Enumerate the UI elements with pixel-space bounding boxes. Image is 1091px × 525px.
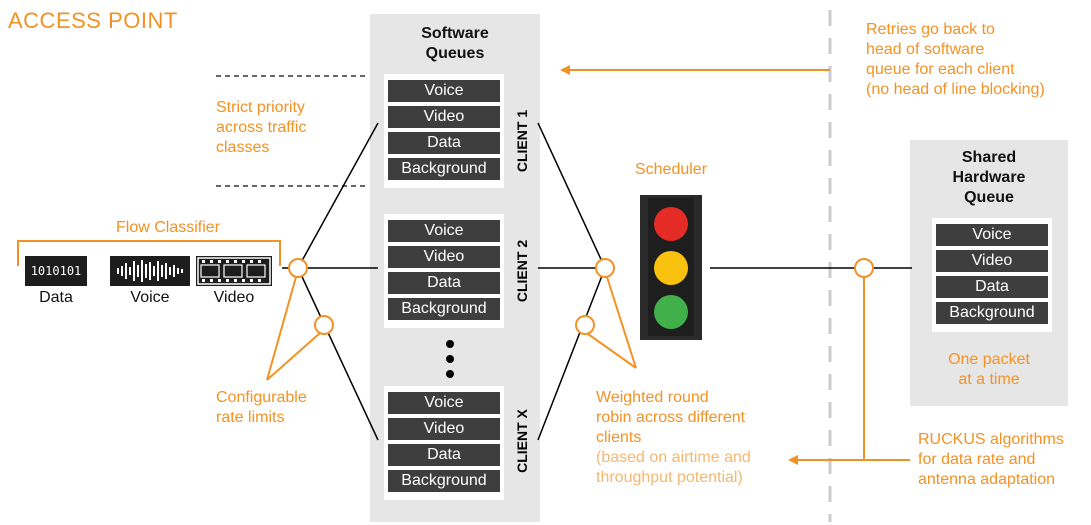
scheduler-input-marker xyxy=(575,315,595,335)
binary-data-text: 1010101 xyxy=(30,264,82,278)
queue-item-voice: Voice xyxy=(388,392,500,414)
queue-item-video: Video xyxy=(388,246,500,268)
rate-limit-marker xyxy=(288,258,308,278)
queue-item-voice: Voice xyxy=(936,224,1048,246)
voice-waveform-icon xyxy=(110,256,190,286)
queue-item-video: Video xyxy=(936,250,1048,272)
queue-item-background: Background xyxy=(388,470,500,492)
shared-hardware-queue: Voice Video Data Background xyxy=(932,218,1052,332)
hardware-link-marker xyxy=(854,258,874,278)
flow-label-video: Video xyxy=(213,289,255,306)
one-packet-note: One packet at a time xyxy=(948,351,1030,388)
scheduler-traffic-light-icon xyxy=(640,195,702,340)
rate-limit-pointer xyxy=(266,276,297,381)
weighted-round-robin-subnote: (based on airtime and throughput potenti… xyxy=(596,449,751,486)
green-light xyxy=(654,295,688,329)
queue-item-video: Video xyxy=(388,418,500,440)
weighted-round-robin-note: Weighted round robin across different cl… xyxy=(596,389,746,446)
flow-label-data: Data xyxy=(39,289,73,306)
software-queues-header: Software Queues xyxy=(421,25,489,62)
scheduler-title: Scheduler xyxy=(634,161,708,178)
red-light xyxy=(654,207,688,241)
queue-item-voice: Voice xyxy=(388,80,500,102)
client-x-queue: Voice Video Data Background xyxy=(384,386,504,500)
rate-limit-pointer xyxy=(266,332,321,381)
queue-item-data: Data xyxy=(388,444,500,466)
client-1-queue: Voice Video Data Background xyxy=(384,74,504,188)
flow-classifier-bracket xyxy=(17,240,281,266)
queue-item-background: Background xyxy=(388,298,500,320)
fan-to-client-1 xyxy=(297,122,379,269)
queue-item-data: Data xyxy=(936,276,1048,298)
rate-limits-note: Configurable rate limits xyxy=(216,389,307,426)
weighted-pointer xyxy=(606,276,637,369)
flow-classifier-title: Flow Classifier xyxy=(115,219,220,236)
retries-note: Retries go back to head of software queu… xyxy=(866,21,1045,98)
video-filmstrip-icon xyxy=(196,256,272,286)
client-1-to-scheduler xyxy=(537,122,606,269)
weighted-pointer xyxy=(587,333,637,369)
scheduler-input-marker xyxy=(595,258,615,278)
client-x-to-scheduler xyxy=(537,267,606,441)
shared-hardware-queue-header: Shared Hardware Queue xyxy=(952,149,1026,206)
rate-limit-marker xyxy=(314,315,334,335)
strict-priority-note: Strict priority across traffic classes xyxy=(216,99,307,156)
client-2-queue: Voice Video Data Background xyxy=(384,214,504,328)
queue-item-voice: Voice xyxy=(388,220,500,242)
ruckus-algorithms-note: RUCKUS algorithms for data rate and ante… xyxy=(918,431,1064,488)
queue-item-background: Background xyxy=(936,302,1048,324)
flow-label-voice: Voice xyxy=(130,289,170,306)
page-title: ACCESS POINT xyxy=(8,8,178,33)
queue-item-data: Data xyxy=(388,272,500,294)
queue-item-background: Background xyxy=(388,158,500,180)
queue-item-video: Video xyxy=(388,106,500,128)
yellow-light xyxy=(654,251,688,285)
queue-item-data: Data xyxy=(388,132,500,154)
more-clients-ellipsis xyxy=(446,340,454,380)
binary-data-icon: 1010101 xyxy=(25,256,87,286)
fan-to-client-x xyxy=(297,267,379,441)
